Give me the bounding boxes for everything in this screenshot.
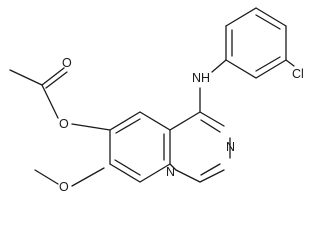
bonds — [9, 7, 295, 187]
atom-labels: O O O NH Cl N N — [59, 56, 304, 194]
bond-carbonyl-o-double-b — [45, 71, 68, 89]
bond-ring-c-5-inner — [255, 56, 281, 72]
bond-ring-c-3 — [255, 7, 287, 27]
atom-o-ester: O — [59, 117, 69, 131]
bond-ring-a-2 — [109, 163, 141, 183]
bond-ester-o-ring — [71, 123, 111, 131]
bond-methoxy-o-methyl — [34, 169, 59, 185]
bond-ring-b-2 — [199, 111, 225, 127]
bond-ring-b-6 — [169, 163, 177, 171]
atom-cl: Cl — [292, 67, 304, 81]
atom-o-carbonyl: O — [62, 56, 72, 70]
bond-methyl-carbonyl — [9, 69, 43, 86]
bond-ring-b-5 — [175, 169, 201, 183]
bond-ring-c-3-inner — [255, 14, 281, 30]
chemical-structure: O O O NH Cl N N — [9, 7, 304, 194]
bond-ring-a-6 — [109, 111, 141, 131]
bond-ring-c-6 — [225, 59, 257, 79]
bond-ring-a-5 — [139, 111, 171, 131]
bond-ring-b-4 — [199, 169, 225, 183]
bond-ring-a-2-inner — [114, 159, 141, 176]
atom-nh: NH — [192, 71, 210, 85]
bond-carbonyl-o-double-a — [41, 67, 65, 86]
bond-ring-methoxy-o — [71, 167, 105, 187]
bond-ring-a-6-inner — [115, 118, 141, 134]
bond-ring-b-2-inner — [200, 119, 221, 133]
bond-ring-c-2 — [225, 7, 257, 27]
bond-ring-c-5 — [255, 59, 287, 79]
bond-ring-a-3 — [139, 163, 171, 183]
bond-ring-b-4-inner — [200, 163, 221, 176]
bond-nh-phenyl — [211, 59, 227, 73]
bond-c-cl — [285, 59, 295, 67]
bond-ring-b-1 — [169, 111, 201, 131]
atom-n-ring-1: N — [226, 140, 235, 154]
atom-n-ring-2: N — [166, 165, 175, 179]
bond-carbonyl-ester-o — [41, 84, 59, 119]
atom-o-methoxy: O — [59, 180, 69, 194]
